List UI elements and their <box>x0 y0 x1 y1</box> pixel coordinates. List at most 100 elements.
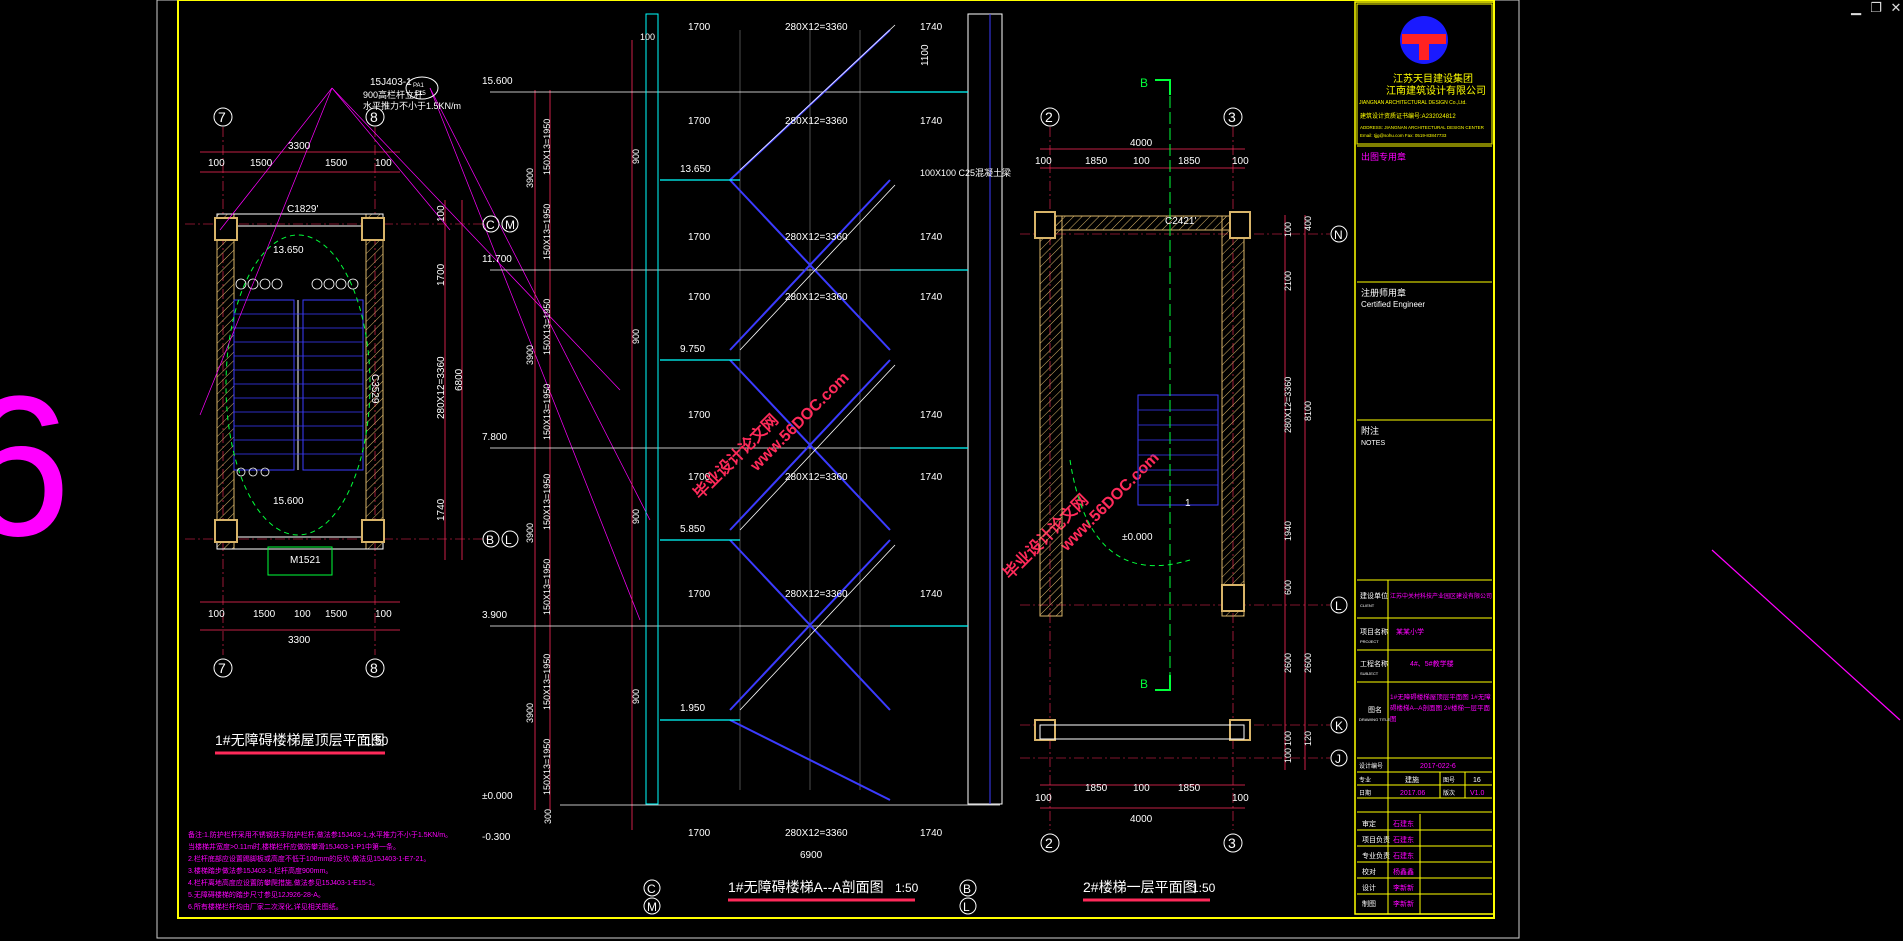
sheet-no: 16 <box>1473 777 1481 784</box>
dim: 1500 <box>250 158 273 169</box>
dim: 1700 <box>688 828 711 839</box>
sign-name: 李新新 <box>1393 899 1414 908</box>
dim: 3900 <box>525 523 535 543</box>
dim: 100 <box>436 205 447 222</box>
axis-n: N <box>1334 228 1343 242</box>
level: 9.750 <box>680 344 705 355</box>
dim: 1700 <box>688 22 711 33</box>
dim: 100 <box>1035 793 1052 804</box>
engineer-label: 注册师用章 <box>1361 287 1406 298</box>
sheet-border <box>156 0 1520 939</box>
notes-label-en: NOTES <box>1361 440 1385 447</box>
door-tag: M1521 <box>290 555 321 566</box>
dim: 100 <box>640 32 655 42</box>
drawing-no: 2017-022-6 <box>1420 763 1456 770</box>
dim-total: 6900 <box>800 850 823 861</box>
row-label-en: SUBJECT <box>1360 671 1379 676</box>
company-name: 江苏天目建设集团 <box>1393 72 1473 85</box>
dim: 1700 <box>688 116 711 127</box>
callout-badge: PA1 <box>413 83 425 89</box>
level: 7.800 <box>482 432 507 443</box>
dim: 1850 <box>1085 783 1108 794</box>
axis-3: 3 <box>1228 835 1236 851</box>
dim: 300 <box>543 809 553 824</box>
dim: 8100 <box>1303 401 1313 421</box>
axis-j: J <box>1335 752 1341 766</box>
level: 13.650 <box>680 164 711 175</box>
company-name-2: 江南建筑设计有限公司 <box>1386 84 1486 97</box>
dim: 100 <box>208 158 225 169</box>
dim: 1700 <box>688 232 711 243</box>
dim: 280X12=3360 <box>436 356 447 419</box>
dim: 6800 <box>454 368 465 391</box>
level: 15.600 <box>482 76 513 87</box>
dim: 1700 <box>688 292 711 303</box>
section-scale: 1:50 <box>895 881 919 895</box>
dim: 900 <box>631 689 641 704</box>
dim: 1740 <box>920 472 943 483</box>
axis-c: C <box>647 882 656 896</box>
axis-m: M <box>505 218 515 232</box>
close-icon[interactable]: ✕ <box>1890 1 1902 16</box>
dim: 1700 <box>436 263 447 286</box>
dim: 280X12=3360 <box>785 232 848 243</box>
note-line: 备注:1.防护栏杆采用不锈钢扶手防护栏杆,做法参15J403-1,水平推力不小于… <box>188 830 452 839</box>
axis-c: C <box>486 218 495 232</box>
dim: 280X12=3360 <box>785 589 848 600</box>
note-line: 5.无障碍楼梯的踏步尺寸参见12J926-28-A。 <box>188 890 325 899</box>
beam-note: 100X100 C25混凝土梁 <box>920 167 1011 178</box>
dim: 1740 <box>920 232 943 243</box>
drawing-title-value: 1#无障碍楼梯屋顶层平面图 1#无障碍楼梯A--A剖面图 2#楼梯一层平面图 <box>1390 694 1491 723</box>
roof-plan-title: 1#无障碍楼梯屋顶层平面图 <box>215 732 385 748</box>
axis-8-bottom: 8 <box>370 660 378 676</box>
dim: 150X13=1950 <box>542 654 552 710</box>
ground-plan: B B 2 3 2 3 N L K J 4000 100 1850 100 18… <box>1020 76 1348 902</box>
dim: 100 <box>1283 748 1293 763</box>
stamp-label: 出图专用章 <box>1361 151 1406 162</box>
discipline-label: 专业 <box>1359 776 1371 784</box>
sign-name: 杨鑫鑫 <box>1393 867 1414 876</box>
callout-line: 900高栏杆立杆 <box>363 89 423 100</box>
dim: 1700 <box>688 410 711 421</box>
sign-label: 制图 <box>1362 899 1376 908</box>
dim: 150X13=1950 <box>542 559 552 615</box>
sign-name: 石建东 <box>1393 819 1414 828</box>
stray-line <box>1711 549 1901 721</box>
dim: 1850 <box>1178 783 1201 794</box>
dim: 100 <box>1283 222 1293 237</box>
dim: 2100 <box>1283 271 1293 291</box>
dim: 1740 <box>920 22 943 33</box>
minimize-icon[interactable]: ▁ <box>1851 1 1861 16</box>
dim: 1740 <box>920 116 943 127</box>
sign-label: 项目负责 <box>1362 835 1390 844</box>
axis-b: B <box>486 533 494 547</box>
project-value: 某某小学 <box>1396 627 1424 636</box>
notes-block: 备注:1.防护栏杆采用不锈钢扶手防护栏杆,做法参15J403-1,水平推力不小于… <box>188 830 452 911</box>
level: -0.300 <box>482 832 511 843</box>
callout-ref: 15J403-1 <box>370 77 412 88</box>
row-label: 工程名称 <box>1360 659 1388 668</box>
note-line: 3.楼梯踏步做法参15J403-1,栏杆高度900mm。 <box>188 866 332 875</box>
title-block: 江苏天目建设集团 江南建筑设计有限公司 JIANGNAN ARCHITECTUR… <box>1354 1 1495 915</box>
date: 2017.06 <box>1400 790 1425 797</box>
dim: 280X12=3360 <box>785 292 848 303</box>
dim: 150X13=1950 <box>542 204 552 260</box>
ground-plan-scale: 1:50 <box>1192 881 1216 895</box>
maximize-icon[interactable]: ❐ <box>1870 1 1882 16</box>
sign-name: 李新新 <box>1393 883 1414 892</box>
note-line: 2.栏杆底部应设置踢脚板或高度不低于100mm的反坎,做法见15J403-1-E… <box>188 854 430 863</box>
row-label-en: DRAWING TITLE <box>1359 717 1390 722</box>
section-title: 1#无障碍楼梯A--A剖面图 <box>728 879 884 895</box>
sign-label: 校对 <box>1362 867 1376 876</box>
dim: 100 <box>1133 156 1150 167</box>
dim: 2600 <box>1303 653 1313 673</box>
note-line: 6.所有楼梯栏杆均由厂家二次深化,详见相关图纸。 <box>188 902 343 911</box>
dim: 100 <box>294 609 311 620</box>
dim: 1740 <box>920 410 943 421</box>
dim: 1500 <box>325 609 348 620</box>
dim: 1850 <box>1178 156 1201 167</box>
level: ±0.000 <box>482 791 513 802</box>
watermark-1: 毕业设计论文网 www.56DOC.com <box>689 369 852 503</box>
axis-b: B <box>963 882 971 896</box>
